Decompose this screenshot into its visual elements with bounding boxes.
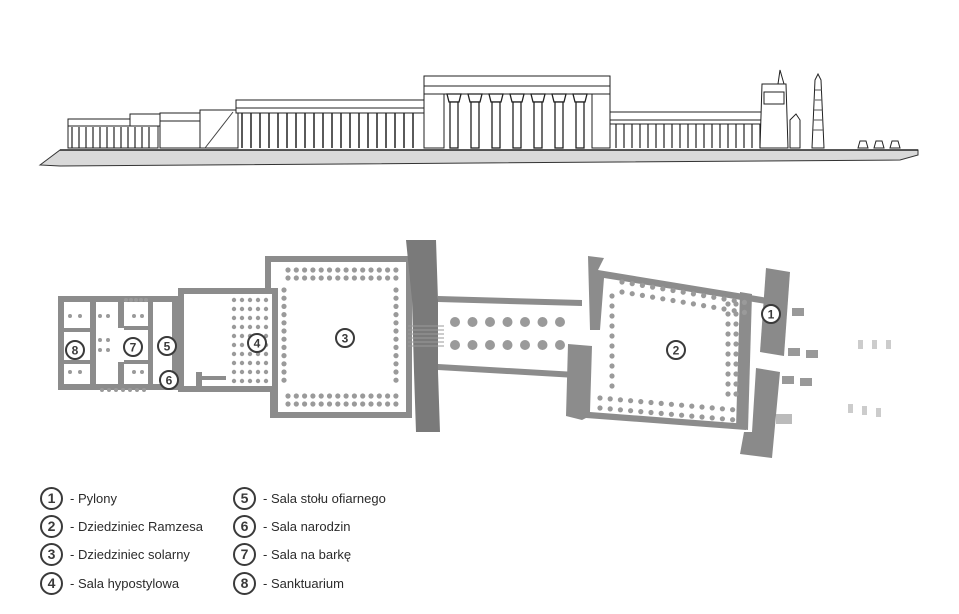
legend-label: - Dziedziniec Ramzesa	[70, 518, 203, 534]
legend-item-5: 5 - Sala stołu ofiarnego	[233, 486, 386, 510]
legend-number: 7	[233, 542, 256, 566]
legend-label: - Sala stołu ofiarnego	[263, 490, 386, 506]
legend-number: 8	[233, 571, 256, 595]
legend-number: 1	[40, 486, 63, 510]
svg-text:8: 8	[72, 344, 79, 358]
plan-marker-7: 7	[123, 337, 143, 357]
svg-text:7: 7	[130, 341, 137, 355]
svg-text:2: 2	[673, 344, 680, 358]
legend-item-3: 3 - Dziedziniec solarny	[40, 542, 190, 566]
svg-text:4: 4	[254, 337, 261, 351]
legend-number: 2	[40, 514, 63, 538]
legend-item-6: 6 - Sala narodzin	[233, 514, 350, 538]
plan-marker-5: 5	[157, 336, 177, 356]
svg-text:3: 3	[342, 332, 349, 346]
legend-label: - Sala na barkę	[263, 546, 352, 562]
legend-label: - Sala hypostylowa	[70, 575, 180, 591]
legend-item-7: 7 - Sala na barkę	[233, 542, 351, 566]
colonnade-south-wall	[438, 364, 576, 378]
legend-item-4: 4 - Sala hypostylowa	[40, 571, 179, 595]
legend-number: 4	[40, 571, 63, 595]
entrance-pylon-south	[740, 368, 780, 458]
legend-number: 5	[233, 486, 256, 510]
plan-marker-8: 8	[65, 340, 85, 360]
ramesses-court-south	[566, 344, 748, 430]
plan-marker-4: 4	[247, 333, 267, 353]
plan-marker-1: 1	[761, 304, 781, 324]
legend-item-8: 8 - Sanktuarium	[233, 571, 344, 595]
legend-label: - Pylony	[70, 490, 117, 506]
statue	[789, 113, 801, 149]
ramesses-court-north	[588, 256, 768, 330]
plan-marker-6: 6	[159, 370, 179, 390]
legend-number: 3	[40, 542, 63, 566]
legend-number: 6	[233, 514, 256, 538]
colonnade-north-wall	[438, 296, 582, 306]
legend: 1 - Pylony 2 - Dziedziniec Ramzesa 3 - D…	[40, 486, 440, 606]
svg-text:5: 5	[164, 340, 171, 354]
legend-label: - Sanktuarium	[263, 575, 344, 591]
svg-text:1: 1	[768, 308, 775, 322]
legend-label: - Dziedziniec solarny	[70, 546, 190, 562]
plan-marker-2: 2	[666, 340, 686, 360]
legend-item-1: 1 - Pylony	[40, 486, 117, 510]
plan-marker-3: 3	[335, 328, 355, 348]
legend-item-2: 2 - Dziedziniec Ramzesa	[40, 514, 203, 538]
legend-label: - Sala narodzin	[263, 518, 351, 534]
central-pylon	[406, 240, 440, 432]
svg-text:6: 6	[166, 374, 173, 388]
